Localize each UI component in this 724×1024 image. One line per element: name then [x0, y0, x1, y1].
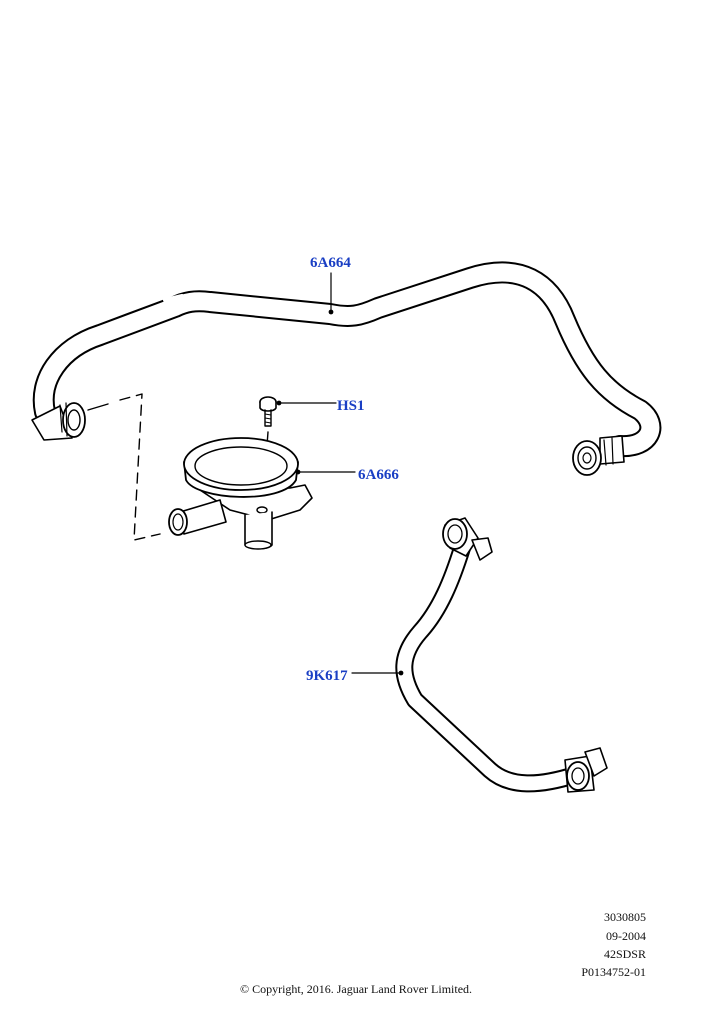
callout-6a666: 6A666 [358, 467, 399, 483]
callout-6a664: 6A664 [310, 255, 351, 271]
leader-lines [278, 272, 402, 674]
callout-hs1: HS1 [337, 398, 365, 414]
illustration-date: 09-2004 [606, 929, 646, 943]
illustration-number: 3030805 [604, 910, 646, 924]
model-code: 42SDSR [603, 947, 646, 961]
oil-separator [168, 437, 313, 550]
breather-hose-upper [31, 261, 662, 476]
breather-hose-lower [395, 517, 608, 793]
copyright-notice: © Copyright, 2016. Jaguar Land Rover Lim… [239, 982, 473, 996]
alignment-dashed-line [119, 393, 161, 541]
bolt-hs1 [259, 396, 277, 427]
part-reference: P0134752-01 [581, 965, 646, 979]
callout-9k617: 9K617 [306, 668, 348, 684]
